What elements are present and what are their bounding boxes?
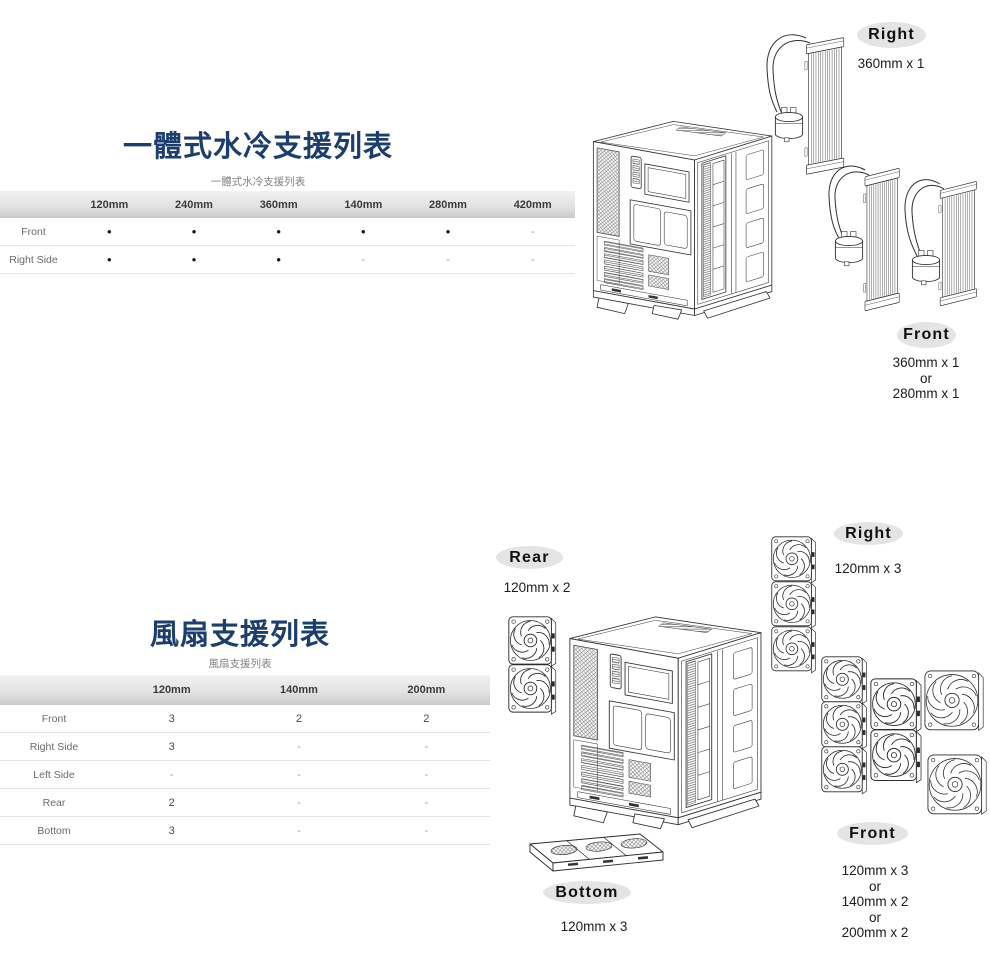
row-label: Bottom [37, 824, 71, 837]
aio-front-spec: 360mm x 1 or 280mm x 1 [866, 355, 986, 402]
aio-col-header: 420mm [513, 198, 552, 211]
table-cell: - [297, 796, 301, 809]
aio-support-table: 120mm 240mm 360mm 140mm 280mm 420mm Fron… [0, 191, 575, 274]
spec-line: 280mm x 1 [892, 386, 960, 402]
aio-table-header-row: 120mm 240mm 360mm 140mm 280mm 420mm [0, 191, 575, 218]
row-label: Front [41, 712, 67, 725]
fan-bottom-spec: 120mm x 3 [560, 919, 628, 934]
row-label: Right Side [29, 740, 79, 753]
fan-diagram-illustration [508, 536, 987, 872]
spec-line: 120mm x 3 [841, 863, 909, 878]
table-cell: - [424, 824, 429, 837]
aio-section-title: 一體式水冷支援列表 [122, 131, 393, 163]
table-cell: • [361, 224, 366, 239]
table-row: Rear 2 - - [0, 789, 490, 817]
fan-stack-rear [508, 616, 557, 715]
table-cell: - [424, 768, 429, 781]
table-cell: • [276, 224, 281, 239]
aio-diagram: Right 360mm x 1 Front 360mm x 1 or 280mm… [570, 0, 990, 420]
table-cell: 2 [423, 712, 430, 725]
table-cell: 3 [168, 740, 175, 753]
fan-col-header: 120mm [152, 684, 191, 696]
spec-line: 200mm x 2 [841, 925, 909, 941]
fan-stack-front-120 [821, 656, 867, 795]
spec-line: or [868, 909, 881, 925]
fan-diagram: Rear 120mm x 2 Right 120mm x 3 Front 120… [480, 510, 990, 961]
aio-col-header: 120mm [90, 198, 129, 211]
fan-front-badge: Front [837, 822, 908, 845]
table-cell: • [276, 252, 281, 267]
radiator-right-360 [766, 34, 845, 175]
fan-section-title: 風扇支援列表 [149, 619, 330, 651]
fan-support-table: 120mm 140mm 200mm Front 3 2 2 Right Side… [0, 675, 490, 845]
aio-table-caption: 一體式水冷支援列表 [210, 176, 306, 188]
table-cell: - [424, 740, 429, 753]
fan-rear-spec: 120mm x 2 [503, 580, 571, 595]
aio-col-header: 280mm [429, 198, 467, 211]
fan-col-header: 140mm [280, 684, 318, 696]
table-row: Front 3 2 2 [0, 705, 490, 733]
fan-stack-front-200 [924, 670, 987, 815]
fan-stack-right [771, 536, 816, 674]
fan-front-spec: 120mm x 3 or 140mm x 2 or 200mm x 2 [815, 863, 935, 941]
table-cell: - [297, 768, 301, 781]
table-row: Bottom 3 - - [0, 817, 490, 845]
radiator-front-280 [904, 179, 977, 307]
fan-rear-badge: Rear [496, 546, 563, 569]
aio-right-spec: 360mm x 1 [857, 56, 925, 71]
row-label: Left Side [33, 768, 75, 781]
row-label: Right Side [9, 253, 58, 266]
table-cell: - [424, 796, 429, 809]
table-cell: - [530, 253, 535, 266]
table-row: Right Side 3 - - [0, 733, 490, 761]
table-cell: - [297, 740, 301, 753]
table-cell: • [107, 224, 112, 239]
table-cell: 2 [168, 796, 175, 809]
table-cell: 3 [168, 712, 175, 725]
fan-stack-front-140 [870, 678, 922, 784]
aio-col-header: 360mm [259, 198, 298, 211]
table-cell: - [361, 253, 366, 266]
aio-front-badge: Front [897, 322, 956, 348]
case-illustration [569, 616, 762, 830]
table-cell: - [530, 225, 535, 238]
table-row: Front • • • • • - [0, 218, 575, 246]
fan-col-header: 200mm [407, 684, 446, 696]
fan-table-header-row: 120mm 140mm 200mm [0, 675, 490, 705]
table-row: Right Side • • • - - - [0, 246, 575, 274]
bottom-fan-tray [529, 833, 664, 872]
aio-col-header: 140mm [344, 198, 383, 211]
table-cell: 2 [295, 712, 303, 725]
fan-right-spec: 120mm x 3 [834, 561, 902, 576]
spec-line: or [868, 878, 881, 894]
fan-bottom-badge: Bottom [543, 881, 631, 904]
row-label: Rear [42, 796, 66, 809]
aio-diagram-illustration [592, 34, 977, 320]
table-row: Left Side - - - [0, 761, 490, 789]
row-label: Front [21, 225, 46, 238]
table-cell: • [445, 224, 451, 239]
spec-line: or [919, 370, 932, 386]
table-cell: 3 [168, 824, 175, 837]
table-cell: - [297, 824, 301, 837]
case-illustration [592, 120, 773, 320]
spec-line: 360mm x 1 [892, 355, 960, 370]
radiator-front-360 [828, 165, 900, 312]
fan-right-badge: Right [834, 522, 903, 545]
spec-line: 140mm x 2 [841, 894, 909, 910]
fan-table-caption: 風扇支援列表 [208, 658, 272, 670]
table-cell: • [107, 252, 112, 267]
table-cell: - [446, 253, 450, 266]
aio-right-badge: Right [857, 22, 926, 48]
table-cell: • [191, 224, 197, 239]
table-cell: • [191, 252, 197, 267]
aio-col-header: 240mm [175, 198, 213, 211]
table-cell: - [169, 768, 174, 781]
